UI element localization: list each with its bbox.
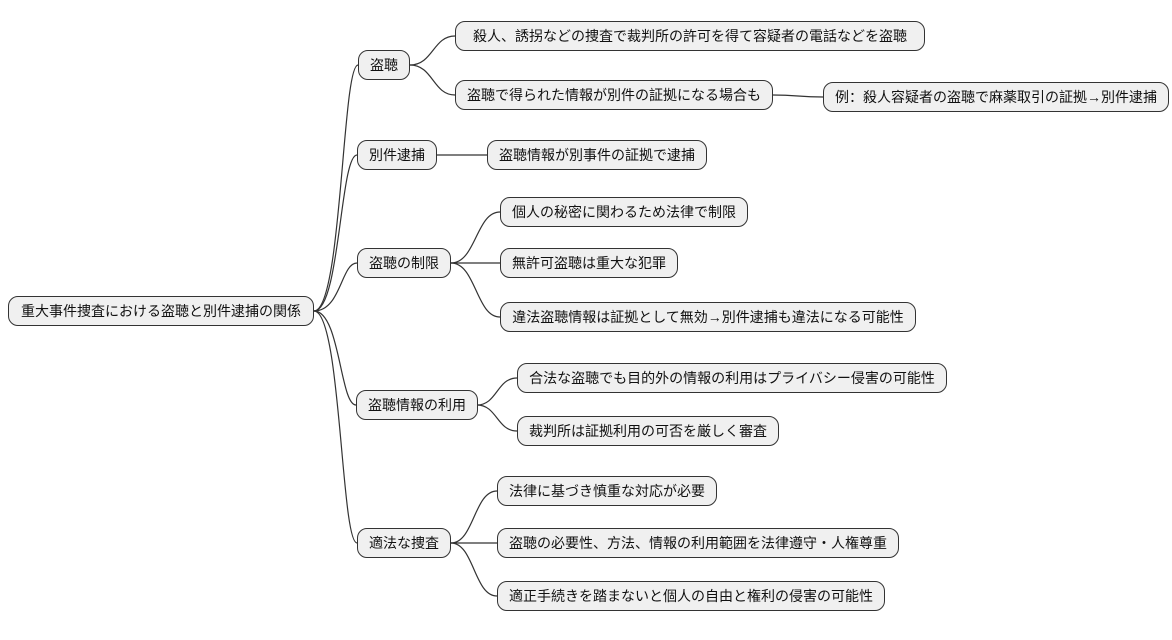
mindmap-leaf-node: 法律に基づき慎重な対応が必要 <box>497 476 717 506</box>
mindmap-branch-node: 盗聴の制限 <box>357 248 451 278</box>
connector-link <box>476 377 518 406</box>
connector-link <box>313 262 358 312</box>
connector-link <box>409 35 456 66</box>
mindmap-leaf-node: 適正手続きを踏まないと個人の自由と権利の侵害の可能性 <box>497 581 885 611</box>
connector-link <box>450 490 498 544</box>
mindmap-branch-node: 盗聴 <box>358 50 410 80</box>
mindmap-branch-node: 盗聴情報の利用 <box>356 390 478 420</box>
mindmap-root-node: 重大事件捜査における盗聴と別件逮捕の関係 <box>8 296 314 326</box>
mindmap-leaf-node: 盗聴の必要性、方法、情報の利用範囲を法律遵守・人権尊重 <box>497 528 899 558</box>
mindmap-branch-node: 別件逮捕 <box>357 140 437 170</box>
connector-link <box>772 94 824 98</box>
mindmap-leaf-node: 合法な盗聴でも目的外の情報の利用はプライバシー侵害の可能性 <box>517 363 947 393</box>
mindmap-leaf-node: 違法盗聴情報は証拠として無効→別件逮捕も違法になる可能性 <box>500 302 916 332</box>
mindmap-leaf-node: 例：殺人容疑者の盗聴で麻薬取引の証拠→別件逮捕 <box>823 82 1169 112</box>
connector-link <box>313 154 358 312</box>
connector-link <box>313 310 358 544</box>
connector-link <box>476 404 518 432</box>
mindmap-leaf-node: 盗聴情報が別事件の証拠で逮捕 <box>487 140 707 170</box>
connector-link <box>450 542 498 597</box>
mindmap-leaf-node: 殺人、誘拐などの捜査で裁判所の許可を得て容疑者の電話などを盗聴 <box>455 21 925 51</box>
mindmap-branch-node: 適法な捜査 <box>357 528 451 558</box>
connector-link <box>313 310 357 406</box>
mindmap-leaf-node: 個人の秘密に関わるため法律で制限 <box>500 197 748 227</box>
connector-link <box>313 64 359 312</box>
connector-link <box>450 211 501 264</box>
connector-link <box>409 64 456 96</box>
mindmap-subbranch-node: 盗聴で得られた情報が別件の証拠になる場合も <box>455 80 773 110</box>
mindmap-leaf-node: 無許可盗聴は重大な犯罪 <box>500 248 678 278</box>
mindmap-leaf-node: 裁判所は証拠利用の可否を厳しく審査 <box>517 416 779 446</box>
connector-link <box>450 262 501 318</box>
